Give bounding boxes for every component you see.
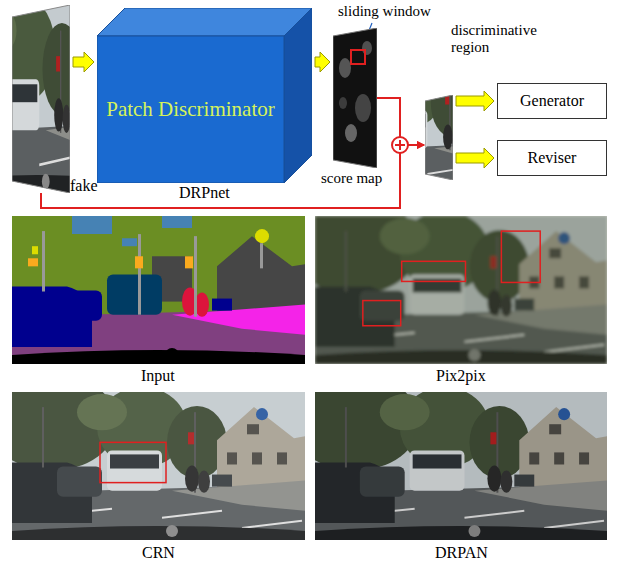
caption: Input xyxy=(141,367,175,385)
illustration-part xyxy=(339,97,347,109)
segmentation-map xyxy=(12,216,305,364)
illustration-part xyxy=(290,198,607,364)
module-name: DRPnet xyxy=(179,184,230,202)
fake-image xyxy=(12,5,70,193)
illustration-part xyxy=(284,8,312,183)
illustration-part xyxy=(135,256,143,268)
illustration-part xyxy=(363,301,401,326)
illustration-part xyxy=(212,299,232,311)
region-node: discriminative region xyxy=(425,95,453,180)
illustration-part xyxy=(425,95,453,180)
illustration-part xyxy=(333,28,377,168)
flow-arrow xyxy=(315,52,330,72)
illustration-part xyxy=(57,291,102,321)
illustration-part xyxy=(425,95,453,180)
illustration-part xyxy=(28,258,38,266)
discriminator-cube xyxy=(97,8,312,183)
illustration-part xyxy=(355,94,371,122)
crn-result xyxy=(0,374,305,540)
region-crop xyxy=(425,95,453,180)
flow-arrow xyxy=(456,148,494,168)
illustration-part xyxy=(97,36,284,183)
node-text: discriminative region xyxy=(451,22,551,56)
illustration-part xyxy=(290,198,607,364)
illustration-part xyxy=(165,348,179,362)
illustration-part xyxy=(315,392,607,540)
illustration-part xyxy=(339,58,351,78)
process-box: Generator xyxy=(497,83,607,119)
illustration-part xyxy=(260,243,263,268)
annotation: sliding window xyxy=(338,3,431,20)
illustration-part xyxy=(194,236,197,317)
illustration-part xyxy=(12,350,305,364)
flow-arrow xyxy=(456,91,494,111)
process-box: Reviser xyxy=(497,140,607,176)
node-text: fake xyxy=(70,177,98,195)
illustration-part xyxy=(290,374,607,540)
illustration-part xyxy=(72,216,192,246)
node-text: Patch Discriminator xyxy=(97,36,284,183)
illustration-part xyxy=(195,293,209,317)
node-text: Reviser xyxy=(498,141,606,175)
score-map-node: score map xyxy=(333,28,377,168)
illustration-part xyxy=(395,140,405,150)
drpan-result xyxy=(290,374,607,540)
illustration-part xyxy=(100,442,166,482)
illustration-part xyxy=(0,374,305,540)
illustration-part xyxy=(12,392,305,540)
illustration-part xyxy=(402,261,466,281)
illustration-part xyxy=(255,229,269,243)
node-text: score map xyxy=(321,170,382,187)
illustration-part xyxy=(315,216,607,364)
caption: DRPAN xyxy=(435,544,488,562)
illustration-part xyxy=(362,41,372,55)
illustration-part xyxy=(12,216,305,364)
image-node: fake xyxy=(12,5,70,193)
illustration-part xyxy=(501,231,540,282)
discriminator-box: Patch Discriminator xyxy=(97,8,312,183)
illustration-part xyxy=(12,5,70,193)
illustration-part xyxy=(425,95,453,180)
illustration-part xyxy=(392,137,408,153)
illustration-part xyxy=(12,5,70,193)
sum-symbol xyxy=(392,137,408,153)
caption: Pix2pix xyxy=(436,367,486,385)
illustration-part xyxy=(97,8,312,36)
pix2pix-result xyxy=(290,198,607,364)
illustration-part xyxy=(185,256,193,268)
caption: CRN xyxy=(142,544,175,562)
red-connector xyxy=(377,98,424,145)
illustration-part xyxy=(107,274,162,314)
illustration-part xyxy=(42,231,45,291)
illustration-part xyxy=(351,50,365,64)
illustration-part xyxy=(138,234,141,315)
flow-arrow xyxy=(73,52,94,72)
score-map xyxy=(333,28,377,168)
illustration-part xyxy=(32,246,38,254)
node-text: Generator xyxy=(498,84,606,118)
illustration-part xyxy=(12,5,70,193)
illustration-part xyxy=(345,124,357,142)
